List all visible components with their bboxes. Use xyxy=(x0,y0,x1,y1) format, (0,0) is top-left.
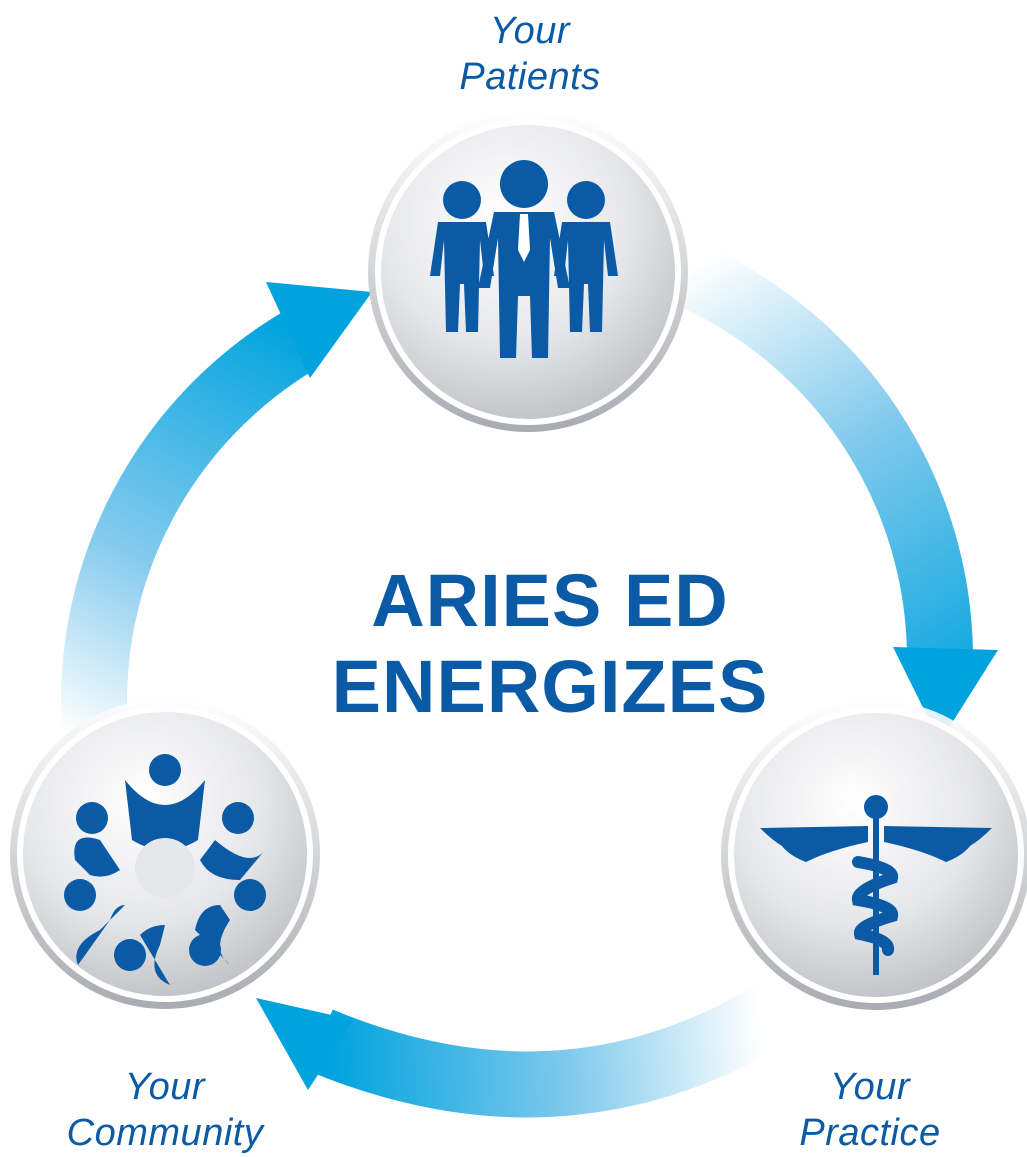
node-practice xyxy=(721,700,1027,1010)
practice-label-line1: Your xyxy=(829,1066,911,1108)
arrow-practice-to-community xyxy=(256,986,787,1118)
arrow-community-to-patients xyxy=(61,282,372,733)
patients-label: Your Patients xyxy=(380,8,680,100)
community-label-line2: Community xyxy=(66,1112,264,1154)
arrow-patients-to-practice xyxy=(676,244,998,742)
practice-label-line2: Practice xyxy=(799,1112,941,1154)
caduceus-icon xyxy=(760,795,992,975)
community-circle-icon xyxy=(64,754,266,985)
practice-label: Your Practice xyxy=(720,1064,1020,1156)
center-title-line1: ARIES ED xyxy=(371,559,729,642)
patients-label-line1: Your xyxy=(489,10,571,52)
center-title: ARIES ED ENERGIZES xyxy=(230,558,870,730)
people-group-icon xyxy=(430,160,618,358)
patients-label-line2: Patients xyxy=(459,56,601,98)
center-title-line2: ENERGIZES xyxy=(331,645,769,728)
node-patients xyxy=(368,112,688,432)
node-community xyxy=(10,699,320,1009)
community-label-line1: Your xyxy=(124,1066,206,1108)
community-label: Your Community xyxy=(5,1064,325,1156)
